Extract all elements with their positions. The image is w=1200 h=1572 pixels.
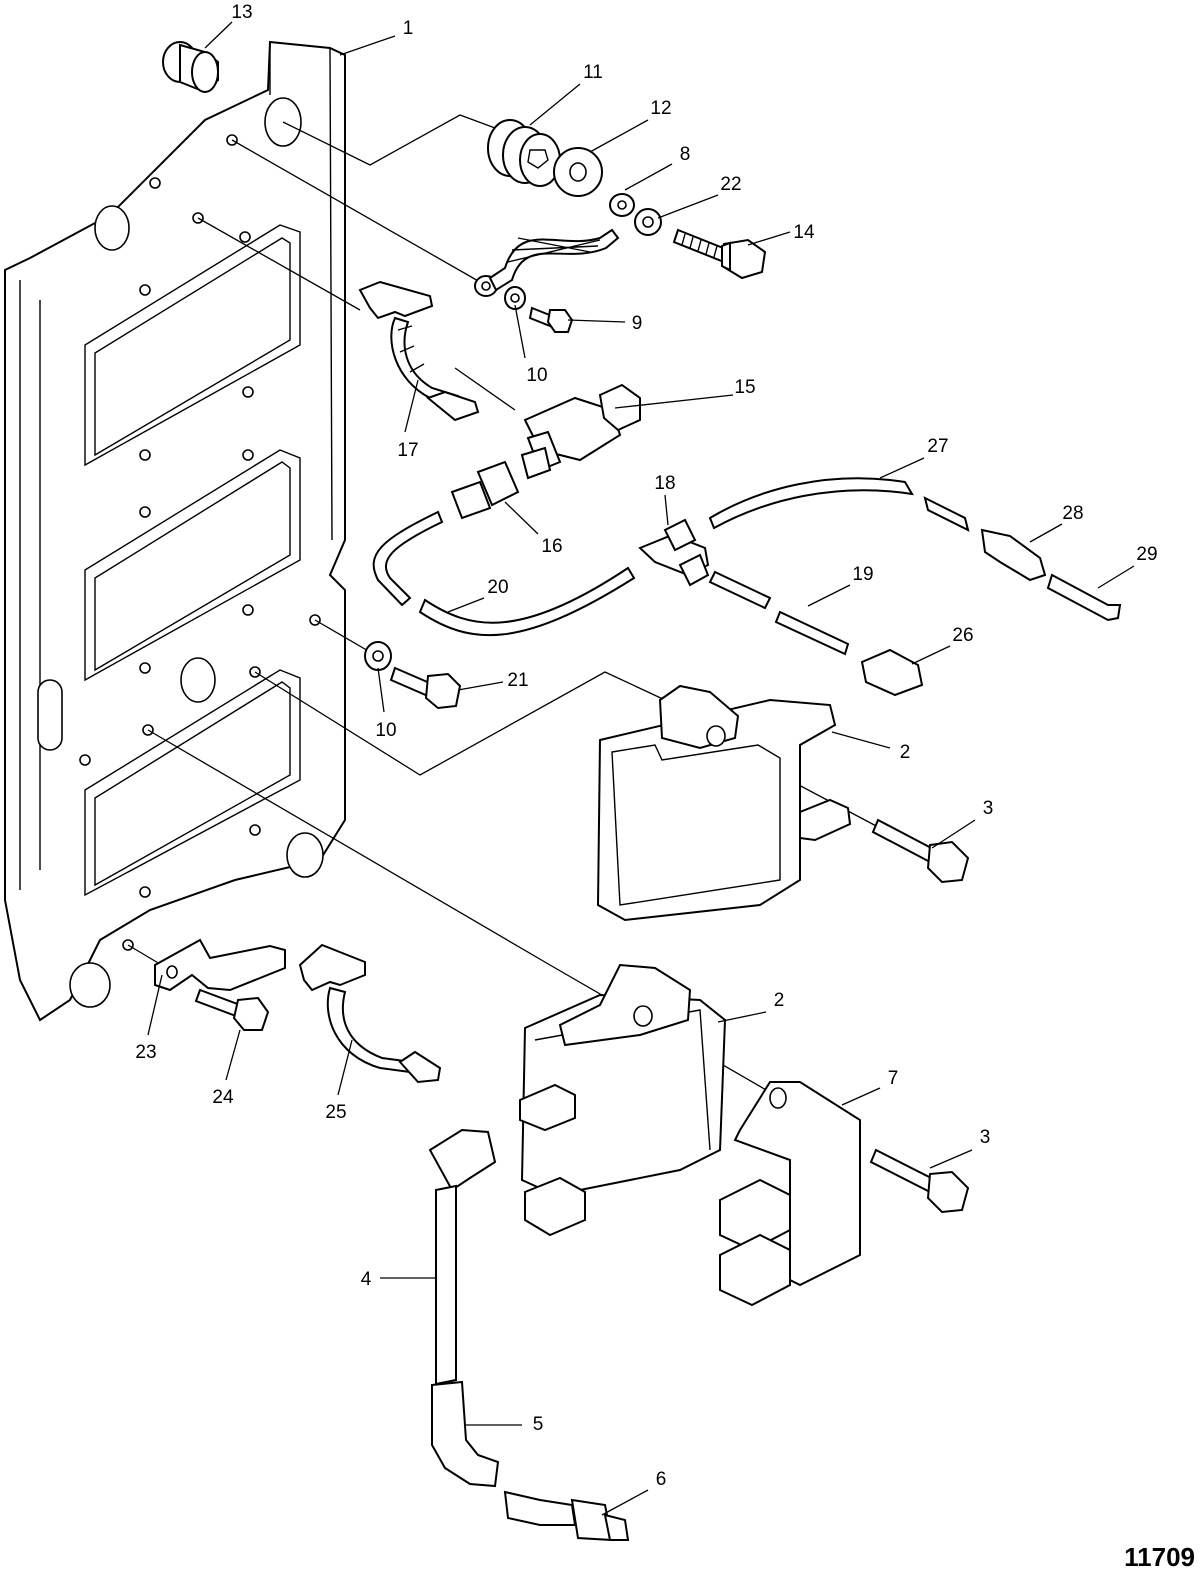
ignition-coil-part-2-lower	[519, 963, 727, 1237]
callout-c25: 25	[325, 1102, 346, 1123]
callout-c9: 9	[632, 313, 643, 334]
bracket-part-23	[154, 938, 286, 992]
ground-strap-part-8	[474, 193, 635, 297]
clamp-part-25	[298, 943, 442, 1084]
connector-part-28	[980, 528, 1047, 582]
callout-c4: 4	[361, 1269, 372, 1290]
boot-part-5	[431, 1380, 500, 1488]
bolt-part-9	[528, 306, 574, 333]
callout-c3a: 3	[983, 798, 994, 819]
callout-c13: 13	[231, 2, 252, 23]
callout-leader-c6	[601, 1489, 649, 1516]
callout-leader-c26	[911, 645, 951, 665]
probe-part-29	[1046, 573, 1122, 622]
callout-leader-c21	[457, 681, 504, 691]
callout-c20: 20	[487, 577, 508, 598]
callout-leader-c9	[567, 319, 626, 323]
callout-leader-c8	[624, 163, 673, 191]
callout-c5: 5	[533, 1414, 544, 1435]
grommet-part-13	[162, 41, 219, 94]
plate-holes	[79, 134, 321, 951]
callout-leader-c16	[504, 501, 539, 535]
callout-leader-c20	[447, 597, 485, 613]
callout-c15: 15	[734, 377, 755, 398]
callout-leader-c28	[1029, 523, 1063, 543]
callout-c18: 18	[654, 473, 675, 494]
hose-part-20	[372, 510, 636, 637]
callout-c11: 11	[583, 62, 603, 83]
callout-c7: 7	[888, 1068, 899, 1089]
callout-leader-c2b	[717, 1011, 767, 1023]
callout-c1: 1	[403, 18, 414, 39]
callout-leader-c23	[147, 974, 163, 1036]
callout-c17: 17	[397, 440, 418, 461]
callout-c19: 19	[852, 564, 873, 585]
callout-leader-c19	[807, 584, 851, 607]
callout-c10a: 10	[526, 365, 547, 386]
washer-part-12	[553, 147, 603, 197]
callout-c16: 16	[541, 536, 562, 557]
callout-leader-c2a	[831, 731, 891, 749]
callout-leader-c18	[664, 494, 669, 526]
callout-c27: 27	[927, 436, 948, 457]
callout-leader-c29	[1097, 565, 1135, 589]
reference-number: 11709	[1124, 1542, 1195, 1572]
callout-c3b: 3	[980, 1127, 991, 1148]
washer-part-10-upper	[504, 286, 526, 310]
ignition-coil-part-2-upper	[596, 684, 852, 922]
bolt-part-14	[672, 228, 767, 280]
clamp-part-17	[358, 280, 480, 422]
callout-leader-c1	[339, 35, 396, 56]
bolt-part-3-upper	[871, 818, 970, 884]
callout-leader-c25	[337, 1039, 353, 1096]
callout-c10b: 10	[375, 720, 396, 741]
spark-plug-lead-part-4	[428, 1128, 497, 1386]
callout-c22: 22	[720, 174, 741, 195]
callout-leader-c27	[879, 457, 925, 479]
sensor-part-15	[520, 383, 641, 480]
mounting-plate	[4, 40, 346, 1022]
callout-leader-c24	[225, 1029, 241, 1081]
callout-c12: 12	[650, 98, 671, 119]
bolt-part-21	[389, 666, 462, 710]
bolt-part-24	[194, 988, 270, 1031]
callout-c6: 6	[656, 1469, 667, 1490]
callout-c29: 29	[1136, 544, 1157, 565]
callout-c24: 24	[212, 1087, 234, 1108]
callout-c26: 26	[952, 625, 973, 646]
callout-c21: 21	[507, 670, 528, 691]
callout-c2a: 2	[900, 742, 911, 763]
callout-c28: 28	[1062, 503, 1083, 524]
callout-leader-c3b	[929, 1149, 973, 1169]
callout-leader-c12	[589, 119, 649, 153]
callout-leader-c22	[657, 194, 719, 219]
callout-c23: 23	[135, 1042, 156, 1063]
grommet-part-11	[487, 119, 561, 187]
fitting-part-26	[860, 648, 924, 697]
callout-leader-c10b	[377, 667, 385, 713]
callout-leader-c14	[747, 231, 791, 246]
tee-part-18	[638, 518, 710, 587]
module-part-7	[719, 1081, 861, 1307]
spark-plug-part-6	[503, 1490, 630, 1542]
callout-leader-c3a	[931, 819, 976, 849]
hose-part-27	[708, 477, 970, 532]
callout-leader-c11	[529, 83, 581, 126]
bolt-part-3-lower	[869, 1148, 970, 1214]
callout-leader-c17	[404, 379, 419, 433]
hose-part-19	[708, 570, 850, 656]
callout-c14: 14	[793, 222, 815, 243]
callout-leader-c10a	[514, 304, 526, 359]
callout-leader-c15	[614, 394, 734, 409]
callout-c2b: 2	[774, 990, 785, 1011]
washer-part-10-lower	[364, 641, 392, 671]
lockwasher-part-22	[634, 208, 662, 236]
fitting-part-16	[450, 460, 520, 520]
callout-leader-c7	[841, 1087, 881, 1106]
callout-leader-c13	[204, 21, 233, 49]
callout-c8: 8	[680, 144, 691, 165]
